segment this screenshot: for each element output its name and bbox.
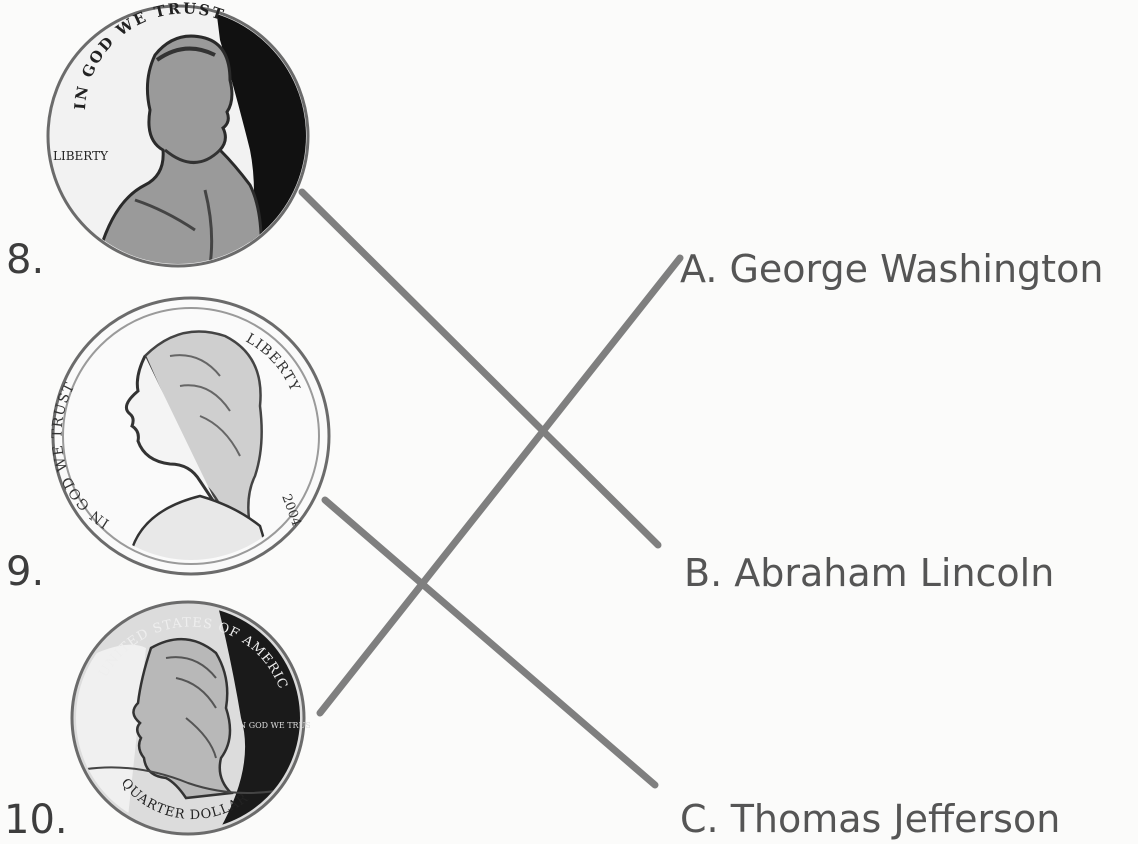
penny-liberty-text: LIBERTY	[53, 149, 109, 163]
answer-c-label: C. Thomas Jefferson	[680, 800, 1060, 838]
penny-coin-image: IN GOD WE TRUST LIBERTY	[45, 0, 313, 270]
quarter-coin-image: UNITED STATES OF AMERICA QUARTER DOLLAR …	[66, 598, 310, 836]
quarter-motto-text: IN GOD WE TRUST	[236, 721, 310, 730]
item-number-8: 8.	[6, 240, 44, 280]
answer-b-label: B. Abraham Lincoln	[684, 554, 1054, 592]
item-number-10: 10.	[4, 800, 68, 840]
nickel-coin-image: IN GOD WE TRUST LIBERTY 2004	[50, 296, 332, 576]
match-line-8-to-b	[302, 192, 658, 545]
answer-a-label: A. George Washington	[680, 250, 1103, 288]
match-line-10-to-a	[320, 258, 680, 713]
item-number-9: 9.	[6, 552, 44, 592]
